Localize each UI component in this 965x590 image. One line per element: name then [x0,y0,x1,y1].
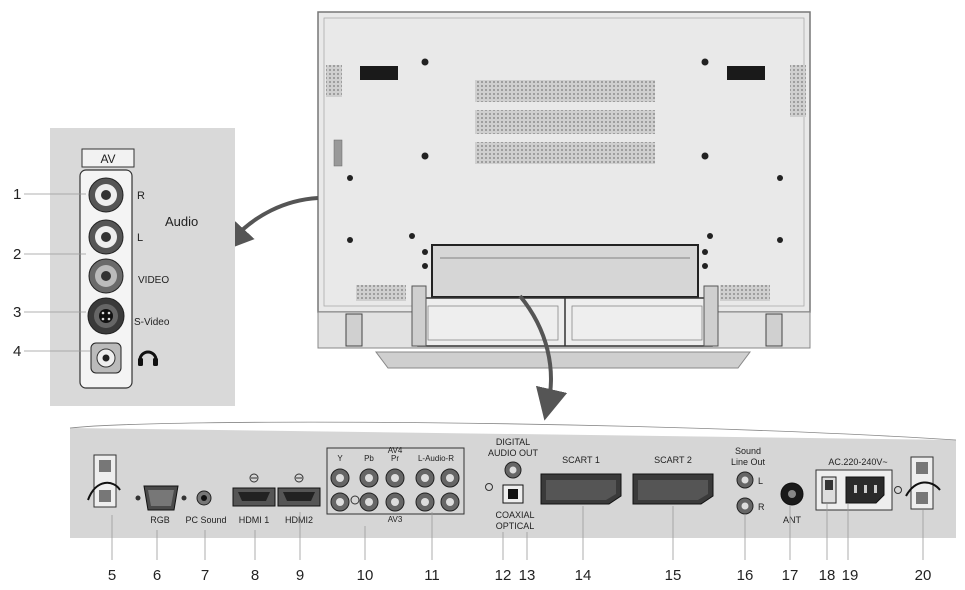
hdmi1-label: HDMI 1 [239,515,270,525]
callout-13: 13 [519,567,536,584]
audio-group-label: Audio [165,214,198,229]
line-out-r-label: R [758,502,765,512]
callout-7: 7 [201,567,209,584]
jack-audio-r[interactable] [88,177,124,213]
sound-label: Sound [735,446,761,456]
callout-10: 10 [357,567,374,584]
arrow-to-side-panel [221,196,319,252]
stand-base [375,351,751,369]
scart2-label: SCART 2 [654,455,692,465]
rear-callout-leaders [111,504,924,560]
digital-label: DIGITAL [496,437,530,447]
callout-1: 1 [13,186,21,203]
ant-label: ANT [783,515,802,525]
callout-17: 17 [782,567,799,584]
coaxial-port[interactable] [504,461,522,479]
hdmi2-label: HDMI2 [285,515,313,525]
side-av-panel: AV R L VI [13,128,235,406]
headphone-icon [138,350,158,366]
scart2-port[interactable] [632,473,714,505]
pc-sound-jack[interactable] [196,490,212,506]
cable-clamp-left [87,454,121,508]
line-out-l-jack[interactable] [736,471,754,489]
av-title: AV [100,152,115,166]
l-audio-r-label: L-Audio-R [418,454,454,463]
callout-6: 6 [153,567,161,584]
audio-out-label: AUDIO OUT [488,448,539,458]
vent [326,65,342,97]
pb-label: Pb [364,454,374,463]
vent [720,285,770,301]
callout-3: 3 [13,304,21,321]
av4-jacks[interactable] [330,468,460,488]
rgb-port[interactable] [135,485,187,511]
jack-video[interactable] [88,258,124,294]
callout-4: 4 [13,343,21,360]
ac-inlet[interactable] [845,476,885,504]
vent [790,65,806,117]
optical-label: OPTICAL [496,521,535,531]
line-out-label: Line Out [731,457,766,467]
vent [475,110,655,134]
optical-port[interactable] [502,484,524,504]
coaxial-label: COAXIAL [495,510,534,520]
callout-19: 19 [842,567,859,584]
callout-15: 15 [665,567,682,584]
vent [475,80,655,102]
jack-s-video[interactable] [87,297,125,335]
av-title-box [81,148,135,168]
callout-5: 5 [108,567,116,584]
callout-14: 14 [575,567,592,584]
ac-label: AC.220-240V~ [828,457,887,467]
tv-rear-illustration [317,11,811,369]
jack-audio-l[interactable] [88,219,124,255]
av4-label: AV4 [388,446,403,455]
callout-16: 16 [737,567,754,584]
callout-11: 11 [424,567,440,584]
antenna-port[interactable] [780,482,804,506]
hdmi-icon [294,473,304,483]
vent [475,142,655,164]
av3-label: AV3 [388,515,403,524]
callout-20: 20 [915,567,932,584]
rgb-label: RGB [150,515,170,525]
pr-label: Pr [391,454,399,463]
handle-left [360,66,398,80]
hdmi-icon [249,473,259,483]
callout-9: 9 [296,567,304,584]
line-out-r-jack[interactable] [736,497,754,515]
callout-18: 18 [819,567,836,584]
scart1-label: SCART 1 [562,455,600,465]
screw-holes [347,58,783,269]
av3-jacks[interactable] [330,492,460,512]
callout-12: 12 [495,567,512,584]
rear-panel-background [70,428,956,538]
rear-connector-panel: RGB PC Sound HDMI 1 HDMI2 AV4 Y [69,421,957,538]
cable-clamp-right [905,456,941,510]
line-out-l-label: L [758,476,763,486]
jack-label-l: L [137,232,143,244]
vent [356,285,406,301]
scart1-port[interactable] [540,473,622,505]
pc-sound-label: PC Sound [185,515,226,525]
power-switch[interactable] [821,476,837,504]
av3-av4-frame [326,447,465,515]
callout-2: 2 [13,246,21,263]
arrow-to-rear-panel [518,294,568,421]
hdmi2-port[interactable] [277,487,321,507]
jack-headphone[interactable] [90,342,122,374]
jack-label-s-video: S-Video [134,317,170,328]
y-label: Y [337,454,343,463]
callout-8: 8 [251,567,259,584]
rear-callouts: 5 6 7 8 9 10 11 12 13 14 15 16 17 18 19 … [108,567,932,584]
handle-right [727,66,765,80]
connector-bay [431,244,699,298]
jack-label-video: VIDEO [138,275,169,286]
jack-label-r: R [137,190,145,202]
hdmi1-port[interactable] [232,487,276,507]
